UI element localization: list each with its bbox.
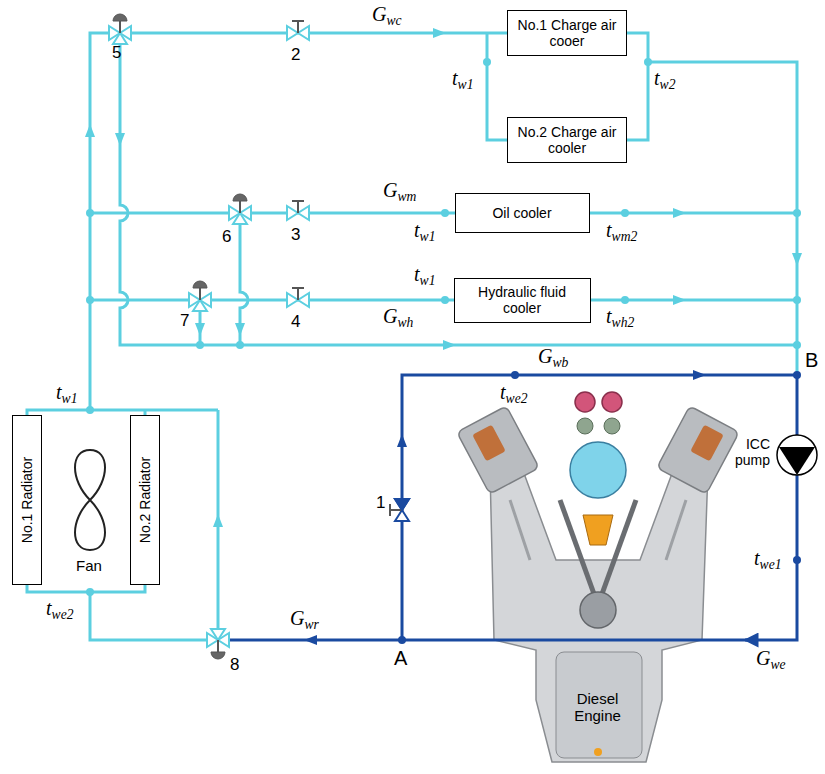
flow-symbol: tw1 <box>452 68 473 92</box>
callout-number: 2 <box>291 46 300 63</box>
pump-node: ICC pump <box>730 430 820 480</box>
valve-symbols <box>109 14 309 659</box>
box-label: Hydraulic fluid cooler <box>461 284 584 316</box>
callout-number: 8 <box>230 656 239 673</box>
flow-symbol: twe1 <box>754 548 781 572</box>
point-label: A <box>394 648 407 668</box>
flow-symbol: twe2 <box>500 382 527 406</box>
point-label: B <box>805 350 818 370</box>
flow-symbol: twe2 <box>46 598 73 622</box>
pipe-connector <box>745 475 797 640</box>
flow-symbol: twm2 <box>606 220 637 244</box>
flow-arrows <box>304 370 706 645</box>
callout-number: 5 <box>112 44 121 61</box>
callout-number: 1 <box>376 494 385 511</box>
engine-loop-pipes <box>229 375 797 640</box>
flow-symbol: tw1 <box>414 264 435 288</box>
radiator-label: No.1 Radiator <box>19 457 35 543</box>
flow-symbol: tw1 <box>56 382 77 406</box>
callout-number: 7 <box>180 312 189 329</box>
callout-number: 6 <box>222 228 231 245</box>
flow-symbol: Gwr <box>290 608 319 632</box>
flow-symbol: Gwh <box>383 306 413 330</box>
radiator-box: No.1 Radiator <box>12 415 42 585</box>
flow-symbol: twh2 <box>606 306 634 330</box>
callout-number: 3 <box>291 226 300 243</box>
point-label: Fan <box>76 558 102 573</box>
junction-dots <box>86 58 801 596</box>
flow-symbol: tw2 <box>654 68 675 92</box>
flow-symbol: tw1 <box>414 220 435 244</box>
cooler-box: No.2 Charge air cooler <box>507 117 627 163</box>
engine-node: Diesel Engine <box>450 390 745 768</box>
cooler-box: Hydraulic fluid cooler <box>454 278 591 323</box>
radiator-box: No.2 Radiator <box>130 415 160 585</box>
callout-number: 4 <box>291 313 300 330</box>
radiator-label: No.2 Radiator <box>137 457 153 543</box>
junction-dots <box>398 371 801 644</box>
box-label: No.2 Charge air cooler <box>514 124 620 156</box>
flow-symbol: Gwe <box>756 648 786 672</box>
cooler-box: Oil cooler <box>455 193 590 233</box>
flow-symbol: Gwm <box>383 180 416 204</box>
fan-symbol <box>75 450 105 550</box>
box-label: Oil cooler <box>492 205 551 221</box>
cooler-box: No.1 Charge air cooer <box>507 10 627 56</box>
check-valve-symbol <box>390 499 409 521</box>
flow-symbol: Gwc <box>372 4 402 28</box>
flow-arrows <box>85 28 802 527</box>
engine-illustration <box>457 392 739 762</box>
box-label: No.1 Charge air cooer <box>514 17 620 49</box>
cooling-pipes <box>27 33 797 640</box>
flow-symbol: Gwb <box>538 346 568 370</box>
pump-label: ICC pump <box>730 436 770 468</box>
engine-label: Diesel Engine <box>558 690 638 725</box>
